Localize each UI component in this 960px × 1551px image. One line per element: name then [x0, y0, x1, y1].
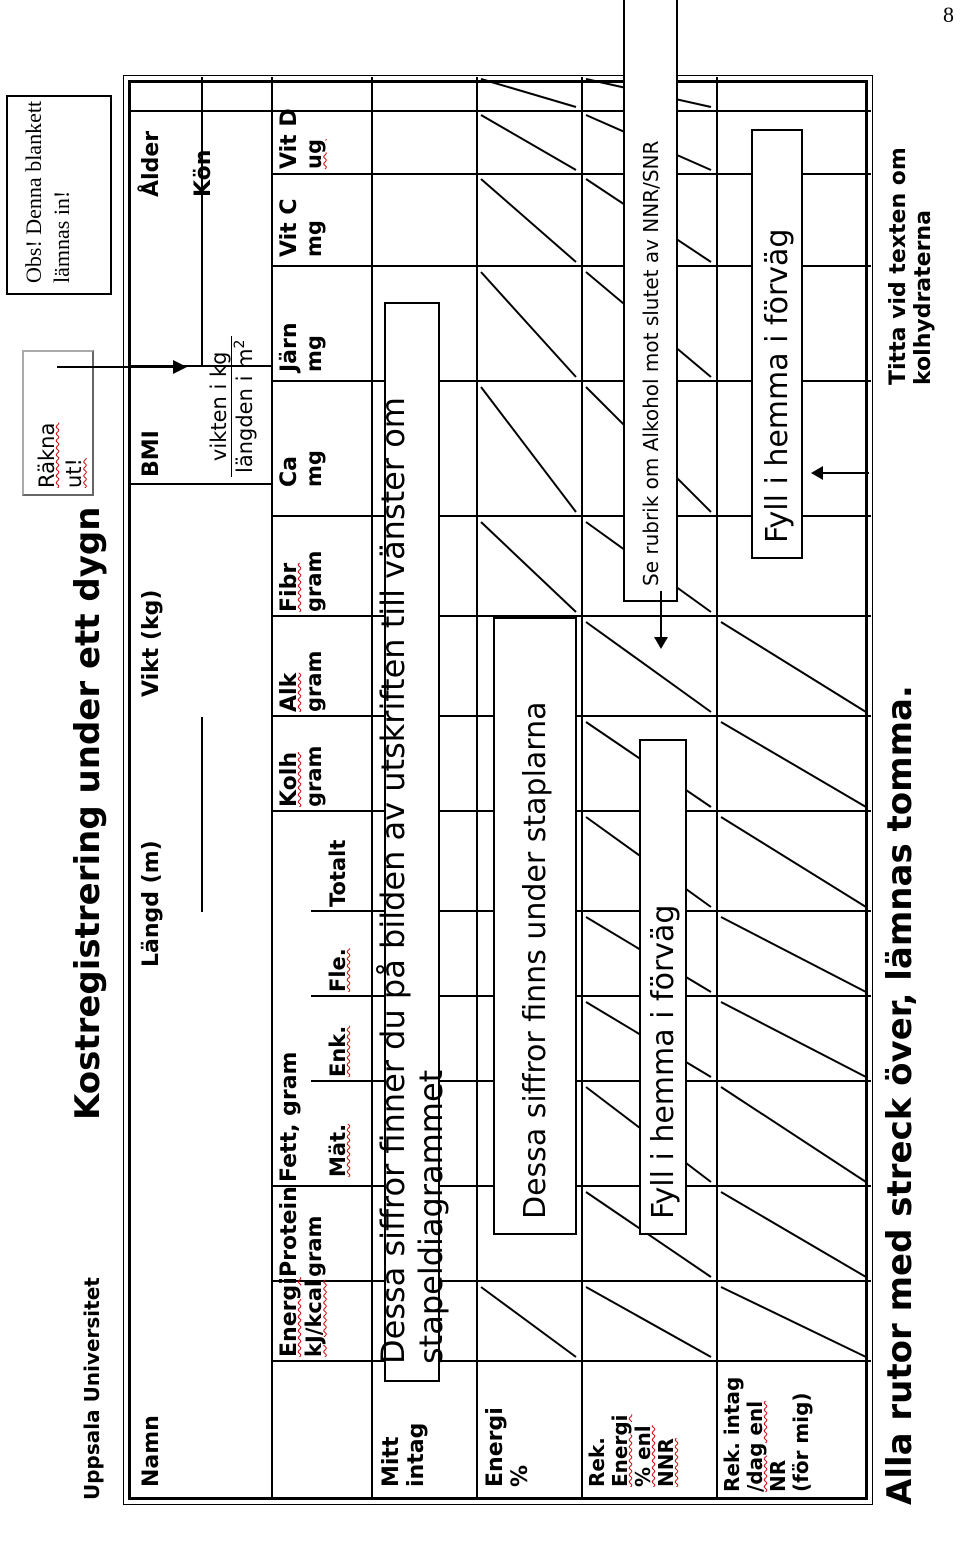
footer-note: Alla rutor med streck över, lämnas tomma… [880, 685, 920, 1505]
strike [480, 114, 577, 171]
strike [480, 1286, 577, 1358]
calculate-note-box: Räkna ut! [22, 350, 94, 496]
university-name: Uppsala Universitet [80, 1277, 104, 1500]
calculate-note-line2: ut! [62, 458, 87, 488]
strike [480, 178, 577, 263]
callout-printout: Dessa siffror finner du på bilden av uts… [374, 302, 450, 1382]
callout-alcohol: Se rubrik om Alkohol mot slutet av NNR/S… [623, 0, 678, 602]
form-title: Kostregistrering under ett dygn [68, 506, 108, 1120]
strike-lines [480, 78, 867, 1358]
strike [585, 621, 712, 713]
callout-bars: Dessa siffror finns under staplarna [493, 617, 577, 1235]
strike [720, 621, 867, 713]
callout-fill-1: Fyll i hemma i förväg [639, 739, 687, 1235]
strike [585, 1286, 712, 1358]
strike [480, 521, 577, 613]
strike [720, 916, 867, 993]
strike [720, 1001, 867, 1078]
side-note-box: Obs! Denna blankett lämnas in! [6, 95, 112, 295]
arrow-to-bmi-icon [57, 360, 187, 374]
registration-table: Namn Längd (m) Vikt (kg) BMI vikten i kg… [125, 0, 871, 1510]
strike [720, 721, 867, 808]
strike [480, 386, 577, 513]
side-note-text: Obs! Denna blankett lämnas in! [21, 100, 74, 283]
page-number: 8 [943, 2, 954, 27]
strike [720, 1286, 867, 1358]
callout-fill-2: Fyll i hemma i förväg [751, 129, 803, 559]
strike [720, 816, 867, 908]
arrow-to-alcohol-icon [654, 591, 668, 649]
footer-hint: Titta vid texten om kolhydraterna [886, 147, 936, 385]
arrow-to-carbs-icon [811, 466, 869, 480]
strike [480, 271, 577, 378]
strike [720, 1191, 867, 1278]
strike [480, 78, 577, 108]
strike [720, 1086, 867, 1183]
form-sheet: Uppsala Universitet Kostregistrering und… [68, 0, 936, 1510]
calculate-note-line1: Räkna [35, 422, 59, 488]
